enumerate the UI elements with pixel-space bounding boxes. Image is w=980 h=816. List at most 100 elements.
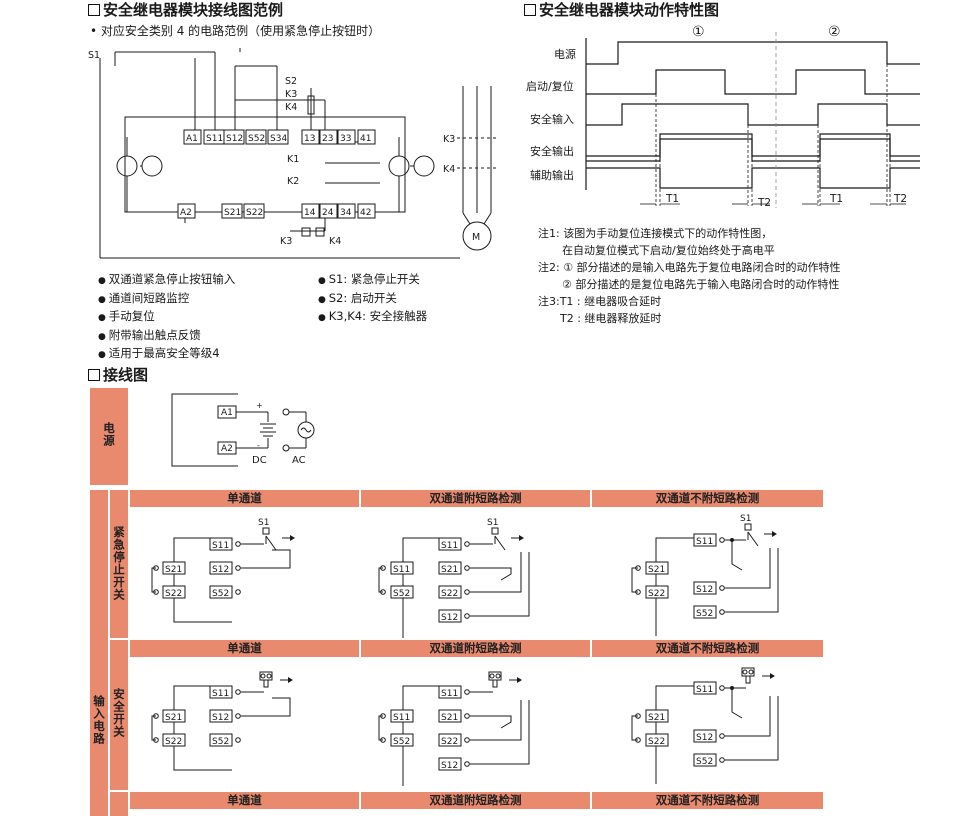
terminal-label: A1: [186, 134, 198, 144]
terminal-s11: [438, 685, 462, 699]
wire-node: [235, 541, 241, 547]
wire-node: [719, 537, 725, 543]
terminal-label: S21: [165, 565, 182, 575]
arrow-icon: [519, 535, 524, 541]
wire-node: [235, 689, 241, 695]
terminal-label: S11: [393, 713, 410, 723]
signal-safety-input: 安全输入: [530, 112, 574, 126]
note-line: T2 : 继电器释放延时: [560, 312, 662, 325]
wire: [725, 696, 771, 737]
terminal-s22: [438, 733, 462, 747]
legend-item: S1: 紧急停止开关: [318, 271, 427, 290]
dc-label: DC: [252, 455, 267, 466]
arrow-icon: [772, 531, 777, 537]
terminal-s52: [209, 585, 233, 599]
terminal-s12: [438, 757, 462, 771]
terminal-s22: [645, 585, 669, 599]
terminal-label: S52: [393, 737, 410, 747]
wire: [731, 540, 743, 571]
terminal-label: S21: [224, 208, 241, 218]
s1-label: S1: [740, 514, 751, 524]
phase-marker-1: ①: [692, 24, 705, 40]
emergency-stop-row-label: 紧急停止开关: [110, 490, 128, 638]
terminal-s52: [209, 733, 233, 747]
terminal-label: S11: [212, 689, 229, 699]
terminal-label: S21: [648, 565, 665, 575]
safety-switch-row-label: 安全开关: [110, 640, 128, 790]
terminal-label: S12: [696, 585, 713, 595]
terminal-label: S21: [648, 713, 665, 723]
svg-text:+: +: [256, 401, 263, 410]
terminal-label: 33: [340, 134, 351, 144]
wire: [151, 567, 156, 593]
wire: [470, 567, 512, 581]
terminal-label: 24: [322, 208, 334, 218]
emergency-stop-icon: [262, 527, 270, 535]
terminal-label: S22: [441, 737, 458, 747]
note-line: 注2: ① 部分描述的是输入电路先于复位电路闭合时的动作特性: [538, 261, 841, 274]
terminal-label: 41: [360, 134, 371, 144]
wire-node: [719, 733, 725, 739]
limit-switch-icon: [259, 671, 273, 681]
terminal-s22: [243, 203, 265, 219]
terminal-s52: [693, 753, 717, 767]
terminal-s11: [438, 537, 462, 551]
wiring-title: 接线图: [88, 364, 148, 385]
terminal-13: [301, 129, 320, 145]
terminal-s22: [438, 585, 462, 599]
wire-node: [464, 589, 470, 595]
col-head-dual-noshort-3: 双通道不附短路检测: [592, 792, 823, 809]
terminal-label: S52: [393, 589, 410, 599]
wire-node: [235, 737, 241, 743]
terminal-label: S22: [165, 589, 182, 599]
signal-aux-output: 辅助输出: [530, 168, 574, 182]
t2-label: T2: [757, 197, 771, 209]
terminal-s11: [209, 537, 233, 551]
terminal-label: S52: [696, 609, 713, 619]
terminal-label: S12: [212, 565, 229, 575]
wiring-example-subtitle: • 对应安全类别 4 的电路范例（使用紧急停止按钮时）: [90, 24, 381, 38]
terminal-label: S52: [696, 757, 713, 767]
signal-reset: 启动/复位: [526, 79, 574, 93]
terminal-label: S22: [648, 589, 665, 599]
terminal-s34: [267, 129, 289, 145]
note-line: 在自动复位模式下启动/复位始终处于高电平: [562, 244, 775, 257]
feature-item: 手动复位: [98, 308, 235, 327]
wire: [241, 549, 291, 569]
signal-safety-output: 安全输出: [530, 144, 574, 158]
feature-list: 双通道紧急停止按钮输入 通道间短路监控 手动复位 附带输出触点反馈 适用于最高安…: [98, 271, 236, 364]
terminal-label: S11: [212, 541, 229, 551]
terminal-s21: [162, 709, 186, 723]
wire: [631, 567, 638, 593]
terminal-label: S11: [696, 685, 713, 695]
note-line: 注3:T1 : 继电器吸合延时: [538, 295, 662, 308]
legend-item: K3,K4: 安全接触器: [318, 308, 427, 327]
wire: [655, 685, 694, 784]
wire: [470, 552, 522, 593]
terminal-label: S52: [248, 134, 265, 144]
ac-label: AC: [292, 455, 306, 466]
arrow-icon: [517, 677, 522, 683]
terminal-a2: [177, 203, 196, 219]
phase-marker-2: ②: [828, 24, 841, 40]
wire: [494, 535, 506, 551]
terminal-s12: [209, 709, 233, 723]
terminal-s11: [693, 681, 717, 695]
terminal-label: 23: [322, 134, 333, 144]
terminal-a1: [183, 129, 202, 145]
limit-switch-icon: [488, 671, 502, 681]
terminal-s11: [209, 685, 233, 699]
terminal-label: S12: [212, 713, 229, 723]
terminal-s22: [162, 733, 186, 747]
terminal-s21: [438, 709, 462, 723]
signal-power: 电源: [554, 47, 576, 61]
terminal-14: [301, 203, 320, 219]
k3-label: K3: [285, 89, 297, 100]
terminal-label: S21: [165, 713, 182, 723]
terminal-label: 34: [340, 208, 352, 218]
coil-k3-label: K3: [280, 236, 292, 247]
wire: [378, 567, 383, 593]
wiring-example-title: 安全继电器模块接线图范例: [88, 0, 283, 20]
terminal-label: S52: [212, 589, 229, 599]
wire-node: [464, 689, 470, 695]
